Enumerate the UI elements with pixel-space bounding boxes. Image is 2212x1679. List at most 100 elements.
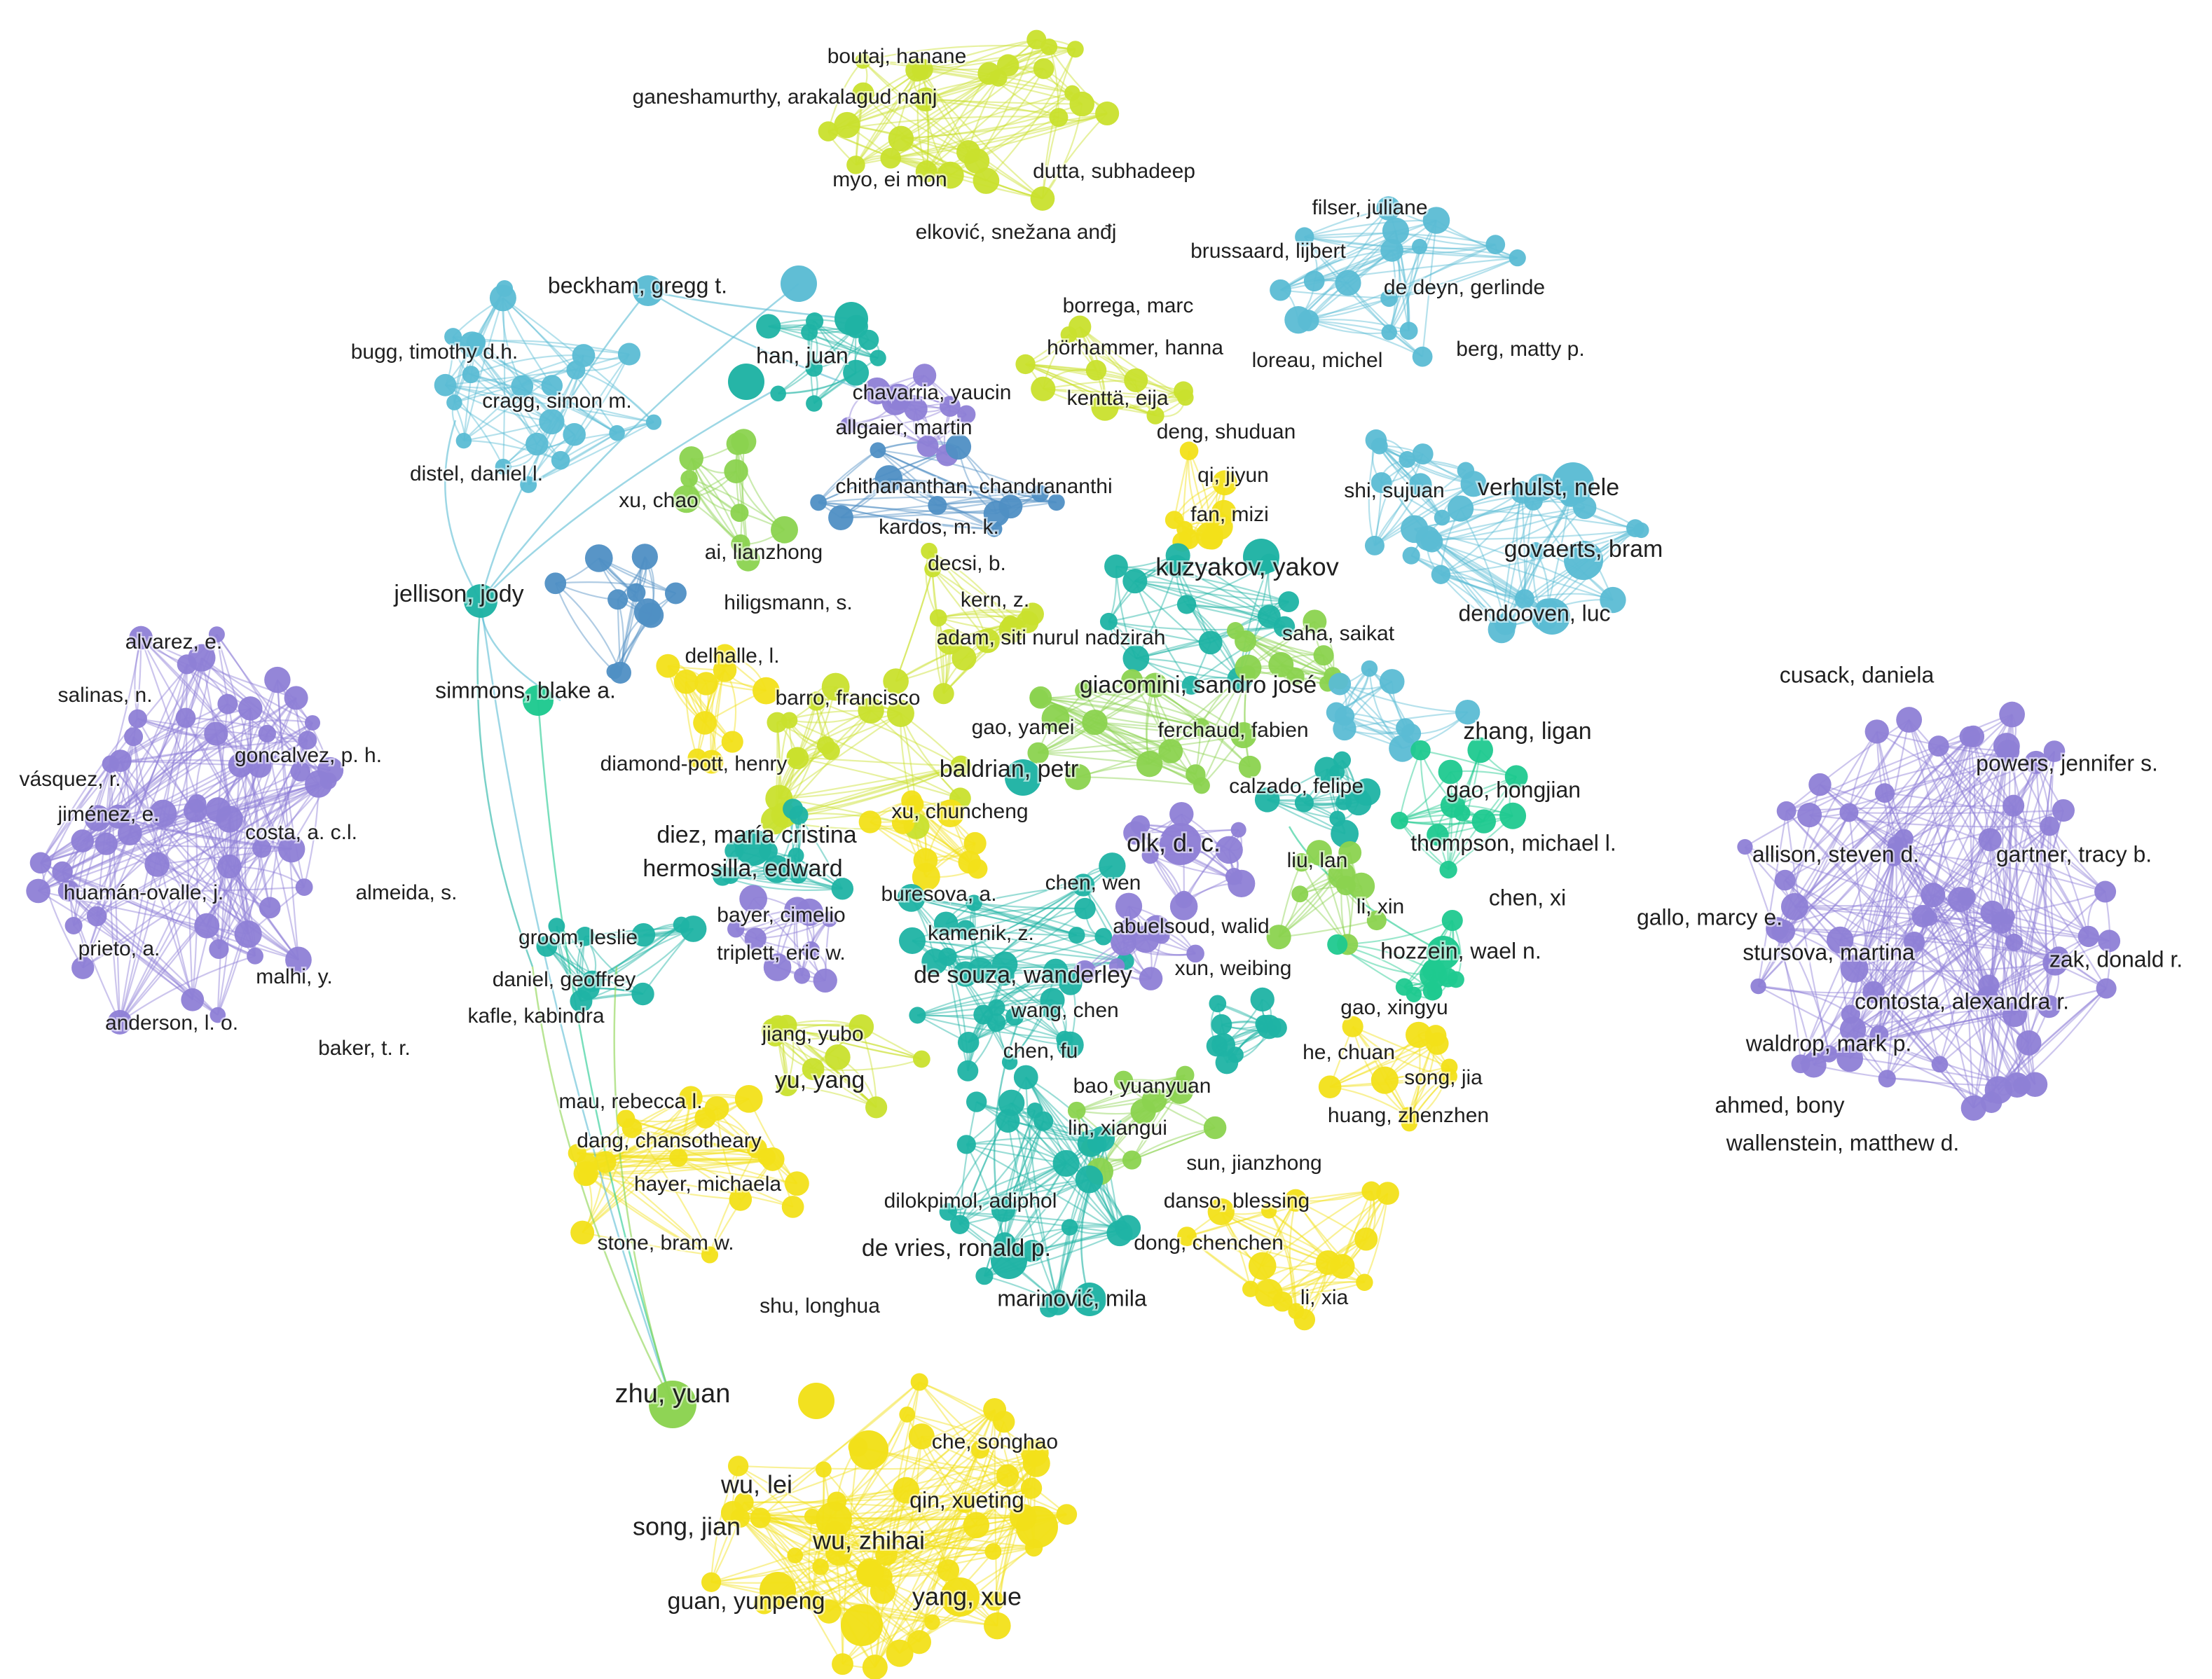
author-node[interactable] — [704, 1096, 729, 1121]
author-node[interactable] — [1864, 719, 1889, 744]
author-node[interactable] — [1406, 1021, 1432, 1049]
author-node[interactable] — [496, 279, 514, 297]
author-node[interactable] — [795, 898, 823, 926]
author-node[interactable] — [1331, 820, 1359, 848]
author-node[interactable] — [1455, 699, 1481, 725]
author-node[interactable] — [2096, 978, 2117, 999]
author-node[interactable] — [856, 1558, 884, 1585]
author-node[interactable] — [1862, 981, 1885, 1003]
author-node[interactable] — [228, 752, 253, 778]
author-node[interactable] — [285, 946, 312, 974]
author-node[interactable] — [1186, 764, 1206, 785]
author-node[interactable] — [1033, 58, 1055, 79]
author-node[interactable] — [966, 894, 982, 911]
author-node[interactable] — [1013, 1065, 1038, 1090]
author-node[interactable] — [71, 956, 95, 979]
author-node[interactable] — [1270, 279, 1291, 301]
author-node[interactable] — [551, 450, 570, 470]
author-node[interactable] — [673, 916, 690, 933]
author-node[interactable] — [694, 672, 718, 696]
author-node[interactable] — [1931, 1056, 1949, 1073]
author-node[interactable] — [609, 424, 625, 441]
author-node[interactable] — [208, 626, 225, 643]
hub-author-node[interactable] — [728, 364, 764, 400]
author-node[interactable] — [1371, 1066, 1399, 1094]
author-node[interactable] — [1113, 1070, 1134, 1090]
author-node[interactable] — [1791, 1054, 1811, 1074]
author-node[interactable] — [1261, 1203, 1277, 1219]
author-node[interactable] — [701, 1572, 722, 1592]
author-node[interactable] — [673, 669, 699, 694]
author-node[interactable] — [1095, 101, 1120, 126]
author-node[interactable] — [1960, 1095, 1986, 1121]
author-node[interactable] — [1911, 904, 1935, 928]
author-node[interactable] — [915, 160, 937, 183]
author-node[interactable] — [880, 148, 901, 169]
author-node[interactable] — [495, 458, 511, 475]
author-node[interactable] — [107, 1009, 132, 1035]
author-node[interactable] — [805, 359, 823, 377]
author-node[interactable] — [1268, 651, 1294, 677]
author-node[interactable] — [584, 544, 613, 572]
author-node[interactable] — [1826, 926, 1854, 954]
author-node[interactable] — [194, 913, 220, 939]
author-node[interactable] — [970, 1440, 989, 1459]
author-node[interactable] — [891, 811, 915, 834]
author-node[interactable] — [687, 748, 707, 768]
author-node[interactable] — [52, 861, 73, 883]
author-node[interactable] — [870, 442, 886, 459]
author-node[interactable] — [2004, 1072, 2030, 1098]
author-node[interactable] — [753, 677, 780, 705]
author-node[interactable] — [1978, 828, 2002, 852]
author-node[interactable] — [631, 923, 656, 947]
author-node[interactable] — [455, 432, 472, 449]
author-node[interactable] — [284, 686, 308, 710]
author-node[interactable] — [1303, 609, 1327, 634]
author-node[interactable] — [541, 375, 563, 396]
author-node[interactable] — [756, 314, 781, 339]
author-node[interactable] — [1434, 509, 1450, 526]
author-node[interactable] — [1379, 669, 1405, 694]
author-node[interactable] — [1415, 526, 1441, 551]
author-node[interactable] — [1422, 207, 1450, 234]
author-node[interactable] — [304, 714, 321, 731]
author-node[interactable] — [520, 476, 537, 493]
author-node[interactable] — [729, 1188, 753, 1211]
author-node[interactable] — [998, 495, 1023, 519]
author-node[interactable] — [1136, 750, 1163, 778]
author-node[interactable] — [1509, 249, 1526, 267]
author-node[interactable] — [937, 161, 964, 189]
author-node[interactable] — [1181, 675, 1201, 695]
author-node[interactable] — [883, 668, 909, 694]
author-node[interactable] — [1454, 805, 1471, 822]
author-node[interactable] — [1239, 665, 1256, 681]
author-node[interactable] — [963, 1512, 990, 1539]
author-node[interactable] — [929, 609, 947, 627]
author-node[interactable] — [247, 947, 263, 965]
author-node[interactable] — [831, 878, 854, 900]
author-node[interactable] — [1176, 1065, 1195, 1084]
author-node[interactable] — [988, 999, 1005, 1016]
author-node[interactable] — [1841, 955, 1869, 983]
author-node[interactable] — [1471, 809, 1497, 834]
author-node[interactable] — [812, 1559, 829, 1575]
author-node[interactable] — [1361, 1181, 1382, 1201]
hub-author-node[interactable] — [464, 584, 497, 618]
author-node[interactable] — [886, 1639, 914, 1667]
author-node[interactable] — [1361, 660, 1378, 677]
author-node[interactable] — [1303, 270, 1325, 292]
author-node[interactable] — [1029, 689, 1049, 708]
author-node[interactable] — [2040, 816, 2060, 836]
author-node[interactable] — [1335, 876, 1356, 896]
author-node[interactable] — [1327, 934, 1348, 955]
author-node[interactable] — [1061, 1219, 1078, 1236]
author-node[interactable] — [862, 1654, 888, 1679]
author-node[interactable] — [1056, 1504, 1078, 1525]
author-node[interactable] — [187, 794, 207, 813]
author-node[interactable] — [1869, 1025, 1889, 1044]
author-node[interactable] — [1041, 704, 1070, 733]
author-node[interactable] — [821, 672, 850, 701]
author-node[interactable] — [1780, 892, 1809, 920]
author-node[interactable] — [71, 829, 95, 852]
author-node[interactable] — [462, 366, 480, 384]
